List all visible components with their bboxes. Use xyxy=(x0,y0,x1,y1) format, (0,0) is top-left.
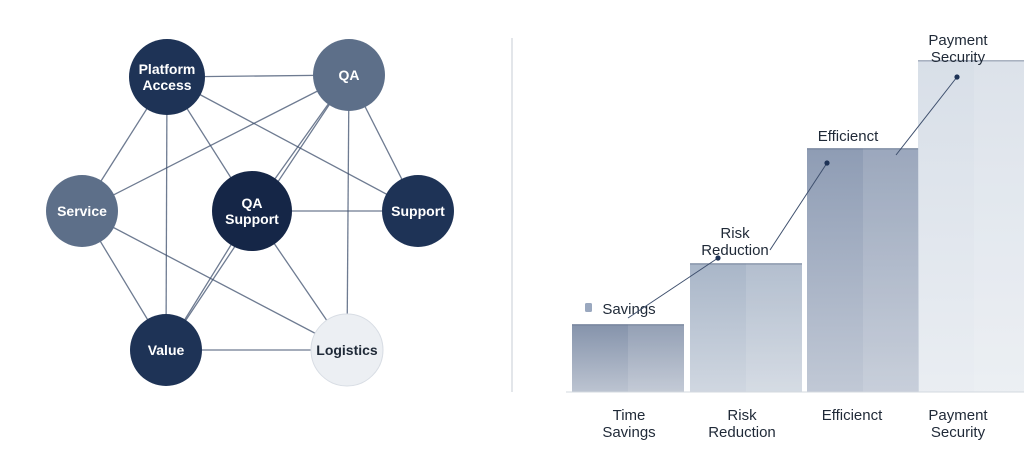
node-value[interactable]: Value xyxy=(130,314,202,386)
bar-highlight xyxy=(746,263,802,392)
trend-dot xyxy=(715,255,721,261)
edge-platform-support xyxy=(166,76,419,212)
node-label: Service xyxy=(57,203,107,219)
bar-group-3 xyxy=(918,60,1024,393)
category-label: Efficienct xyxy=(822,407,883,424)
edge-service-logistics xyxy=(81,210,348,351)
bar xyxy=(807,148,919,392)
category-label: Reduction xyxy=(708,424,776,441)
bar-value-label: Risk xyxy=(720,225,750,242)
category-label: Time xyxy=(613,407,646,424)
category-label: Payment xyxy=(928,407,988,424)
bar-highlight xyxy=(863,148,919,392)
node-label: Support xyxy=(225,211,279,227)
trend-dot xyxy=(954,74,960,80)
bar-group-0 xyxy=(572,324,684,392)
bar-value-label: Efficienct xyxy=(818,128,879,145)
bar-group-2 xyxy=(807,148,919,392)
savings-icon xyxy=(585,303,592,312)
edge-qa-service xyxy=(81,74,350,212)
bar-value-label: Security xyxy=(931,49,986,66)
node-circle xyxy=(129,39,205,115)
bar-value-label: Payment xyxy=(928,32,988,49)
node-logistics[interactable]: Logistics xyxy=(310,313,384,387)
trend-connector xyxy=(769,162,828,251)
node-label: Support xyxy=(391,203,445,219)
node-qa[interactable]: QA xyxy=(313,39,385,111)
trend-connector xyxy=(895,76,958,156)
bar-highlight xyxy=(974,60,1024,393)
trend-dot xyxy=(824,160,830,166)
node-circle xyxy=(310,313,384,387)
node-circle xyxy=(382,175,454,247)
node-circle xyxy=(313,39,385,111)
bar-value-label: Savings xyxy=(602,301,655,318)
bar xyxy=(918,60,1024,393)
category-label: Security xyxy=(931,424,986,441)
edge-platform-value xyxy=(165,76,168,351)
node-service[interactable]: Service xyxy=(46,175,118,247)
bar xyxy=(690,263,802,392)
trend-connector xyxy=(627,257,719,319)
bar-group-1 xyxy=(690,263,802,392)
node-label: QA xyxy=(242,195,263,211)
bar-highlight xyxy=(628,324,684,392)
bar xyxy=(572,324,684,392)
node-label: QA xyxy=(339,67,360,83)
category-label: Savings xyxy=(602,424,655,441)
node-circle xyxy=(212,171,292,251)
edge-qa-logistics xyxy=(346,74,350,351)
bar-chart: SavingsRiskReductionEfficienctPaymentSec… xyxy=(566,32,1024,441)
node-label: Access xyxy=(142,77,191,93)
category-label: Risk xyxy=(727,407,757,424)
bar-value-label: Reduction xyxy=(701,242,769,259)
node-label: Platform xyxy=(139,61,196,77)
node-circle xyxy=(130,314,202,386)
node-label: Logistics xyxy=(316,342,378,358)
node-label: Value xyxy=(148,342,185,358)
node-support[interactable]: Support xyxy=(382,175,454,247)
node-circle xyxy=(46,175,118,247)
